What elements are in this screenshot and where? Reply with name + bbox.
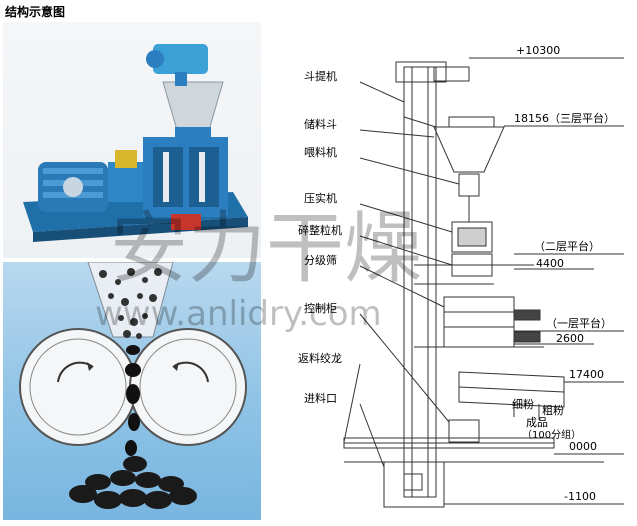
page-title: 结构示意图 (5, 5, 66, 19)
machine-photo (3, 22, 261, 258)
elevation-platform1: （一层平台） (546, 316, 612, 330)
elevation-platform2: （二层平台） (534, 239, 600, 253)
label-classifier-screen: 分级筛 (304, 253, 337, 267)
elevation-platform3: 18156（三层平台） (514, 111, 615, 125)
process-schematic: 斗提机 储料斗 喂料机 压实机 碎整粒机 分级筛 控制柜 返料绞龙 进料口 +1… (264, 22, 636, 522)
label-return-screw: 返料绞龙 (298, 351, 342, 365)
label-feeder: 喂料机 (304, 145, 337, 159)
label-storage-hopper: 储料斗 (304, 117, 337, 131)
label-compactor: 压实机 (304, 191, 337, 205)
output-fine: 细粉 (512, 398, 534, 411)
elevation-bottom: -1100 (564, 490, 596, 503)
label-feed-inlet: 进料口 (304, 391, 337, 405)
elevation-top: +10300 (516, 44, 560, 57)
output-coarse: 粗粉 (542, 404, 564, 417)
output-product-unit: （100分组） (522, 428, 581, 441)
elevation-17400: 17400 (569, 368, 604, 381)
roller-illustration (3, 262, 261, 520)
elevation-0000: 0000 (569, 440, 597, 453)
elevation-2600: 2600 (556, 332, 584, 345)
label-control-cabinet: 控制柜 (304, 301, 337, 315)
label-granulator: 碎整粒机 (298, 223, 342, 237)
label-elevator: 斗提机 (304, 69, 337, 83)
header-bar: 结构示意图 (0, 0, 637, 22)
output-product: 成品 (526, 416, 548, 429)
elevation-4400: 4400 (536, 257, 564, 270)
